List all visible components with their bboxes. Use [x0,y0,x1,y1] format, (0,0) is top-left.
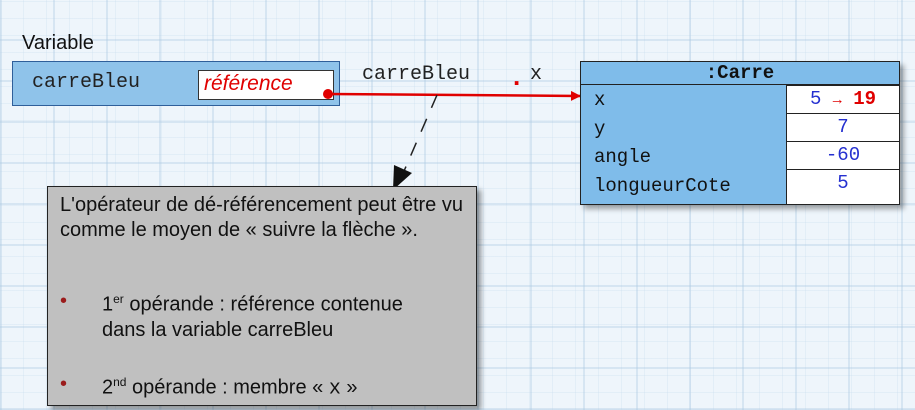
note-intro: L'opérateur de dé-référencement peut êtr… [60,194,463,241]
reference-arrow [327,90,581,101]
note-item-2-code: x [328,377,341,401]
attr-value-y: 7 [786,113,899,141]
note-item-2-text: opérande : membre « [126,376,329,399]
ordinal-1-suffix: er [113,292,124,306]
variable-label: Variable [22,32,94,54]
variable-name: carreBleu [32,71,141,94]
reference-text: référence [204,72,293,95]
ordinal-2-suffix: nd [113,375,127,389]
object-title-separator [581,84,899,85]
note-item-2: 2nd opérande : membre « x » [102,370,432,402]
ordinal-1: 1 [102,293,114,316]
old-value: 5 [809,88,822,110]
note-item-1: 1er opérande : référence contenue dans l… [102,287,432,343]
attr-name-angle: angle [594,146,652,168]
note-item-2-suffix: » [340,376,358,399]
reference-box [198,70,334,100]
attr-name-x: x [594,89,606,111]
new-value: 19 [853,88,877,110]
object-title: :Carre [705,62,775,84]
bullet-1: • [60,290,68,312]
expression-member: x [530,63,543,86]
value-change-arrow: → [832,92,842,109]
attr-name-y: y [594,118,606,140]
note-item-1-text: opérande : référence contenue dans la va… [102,293,403,341]
ordinal-2: 2 [102,376,114,399]
dereference-arrow-head [393,165,412,190]
dereference-operator: . [513,61,521,91]
attr-value-angle: -60 [786,141,899,169]
expression-object: carreBleu [362,63,471,86]
note-box [47,186,477,406]
dereference-dashed-arrow [400,94,438,179]
attr-value-x: 5 → 19 [786,85,899,113]
attr-value-longueurcote: 5 [786,169,899,204]
bullet-2: • [60,373,68,395]
attr-name-longueurcote: longueurCote [594,175,731,197]
